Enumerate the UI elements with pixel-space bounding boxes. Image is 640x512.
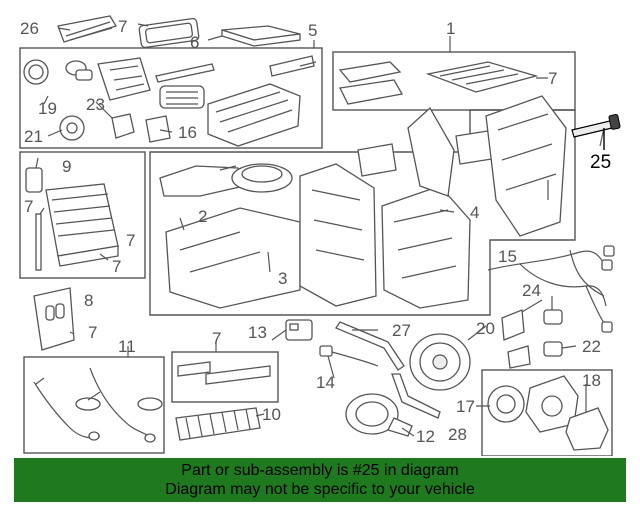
callout-24: 24: [522, 281, 541, 300]
callout-26: 26: [20, 19, 39, 38]
sensor-14-part: [319, 345, 379, 367]
vent-door-part: [159, 85, 205, 109]
callout-12: 12: [416, 427, 435, 446]
callout-20: 20: [476, 319, 495, 338]
callout-22: 22: [582, 337, 601, 356]
callout-1: 1: [446, 19, 455, 38]
actuator-16-part: [145, 115, 171, 143]
callout-7-top: 7: [118, 17, 127, 36]
callout-16: 16: [178, 123, 197, 142]
evaporator-case-part: [299, 163, 377, 307]
callout-17: 17: [456, 397, 475, 416]
heater-core-part: [45, 183, 119, 267]
blower-motor-12-part: [345, 393, 413, 437]
callout-6: 6: [190, 33, 199, 52]
callout-7-filter-element: 7: [212, 329, 221, 348]
linkage-rod-part: [155, 63, 215, 83]
callout-18: 18: [582, 371, 601, 390]
filter-element-7-part: [177, 361, 271, 385]
seal-strip-part: [35, 213, 42, 271]
callout-27: 27: [392, 321, 411, 340]
blower-wheel-20-part: [409, 333, 471, 391]
module-18-part: [565, 407, 609, 451]
mode-door-part: [269, 55, 315, 77]
callout-4: 4: [470, 203, 479, 222]
harness-15-part: [487, 245, 615, 333]
screw-25-part: [571, 113, 621, 138]
duct-2-part: [159, 165, 245, 197]
callout-9: 9: [62, 157, 71, 176]
gear-22-part: [543, 309, 563, 357]
notice-line-1: Part or sub-assembly is #25 in diagram: [181, 462, 459, 479]
actuator-small-part: [65, 60, 93, 81]
callout-2: 2: [198, 207, 207, 226]
center-duct-part: [407, 106, 455, 197]
sensor-9-part: [25, 167, 43, 193]
callout-8: 8: [84, 291, 93, 310]
bracket-7-part: [33, 287, 75, 351]
callout-28: 28: [448, 425, 467, 444]
callout-25-highlighted: 25: [590, 152, 611, 173]
distribution-case-part: [207, 83, 301, 147]
module-13-part: [285, 319, 313, 341]
notice-banner: Part or sub-assembly is #25 in diagram D…: [14, 458, 626, 502]
gear-19-part: [59, 115, 85, 141]
callout-21: 21: [24, 127, 43, 146]
callout-19: 19: [38, 99, 57, 118]
callout-10: 10: [262, 405, 281, 424]
lower-case-3-part: [165, 207, 301, 309]
cabin-filter-10-part: [175, 407, 261, 441]
case-4-part: [381, 185, 471, 309]
blower-scroll-part: [231, 163, 293, 193]
callout-13: 13: [248, 323, 267, 342]
tube-27-part: [335, 321, 405, 371]
upper-grille-part: [57, 15, 117, 43]
notice-line-2: Diagram may not be specific to your vehi…: [165, 481, 475, 498]
callout-7-filter-door: 7: [548, 69, 557, 88]
callout-14: 14: [316, 373, 335, 392]
group-box-17: [481, 369, 613, 456]
callout-3: 3: [278, 269, 287, 288]
callout-23: 23: [86, 95, 105, 114]
tube-28-part: [391, 373, 441, 419]
callout-7-seal-left: 7: [24, 197, 33, 216]
cabin-filter-pad-part: [221, 25, 301, 47]
group-box-8: [19, 151, 146, 279]
filter-door-top-b: [425, 61, 539, 93]
actuator-23-part: [111, 113, 135, 139]
recirc-door-part: [357, 129, 499, 177]
callout-7-seal-right: 7: [126, 231, 135, 250]
gear-17-part: [487, 385, 525, 423]
seal-frame-part: [138, 17, 200, 49]
actuator-24-part: [501, 309, 531, 369]
group-box-7-filter: [171, 351, 279, 403]
callout-15: 15: [498, 247, 517, 266]
callout-5: 5: [308, 21, 317, 40]
group-box-11: [23, 356, 165, 454]
actuator-housing-part: [97, 57, 151, 101]
motor-17-part: [525, 375, 579, 433]
group-box-5: [19, 47, 323, 149]
callout-7-bracket: 7: [88, 323, 97, 342]
callout-11: 11: [118, 337, 136, 356]
callout-7-heater-bottom: 7: [112, 257, 121, 276]
motor-ring-part: [23, 59, 49, 85]
parts-diagram: 1 2 3 4 5 6 7 7 7 7 7 7 7 8 9 10 11 12 1…: [19, 15, 621, 456]
upper-case-part: [485, 95, 567, 237]
pipes-11-part: [33, 367, 163, 443]
filter-door-top-a: [338, 61, 404, 105]
group-box-1-top: [332, 51, 576, 111]
